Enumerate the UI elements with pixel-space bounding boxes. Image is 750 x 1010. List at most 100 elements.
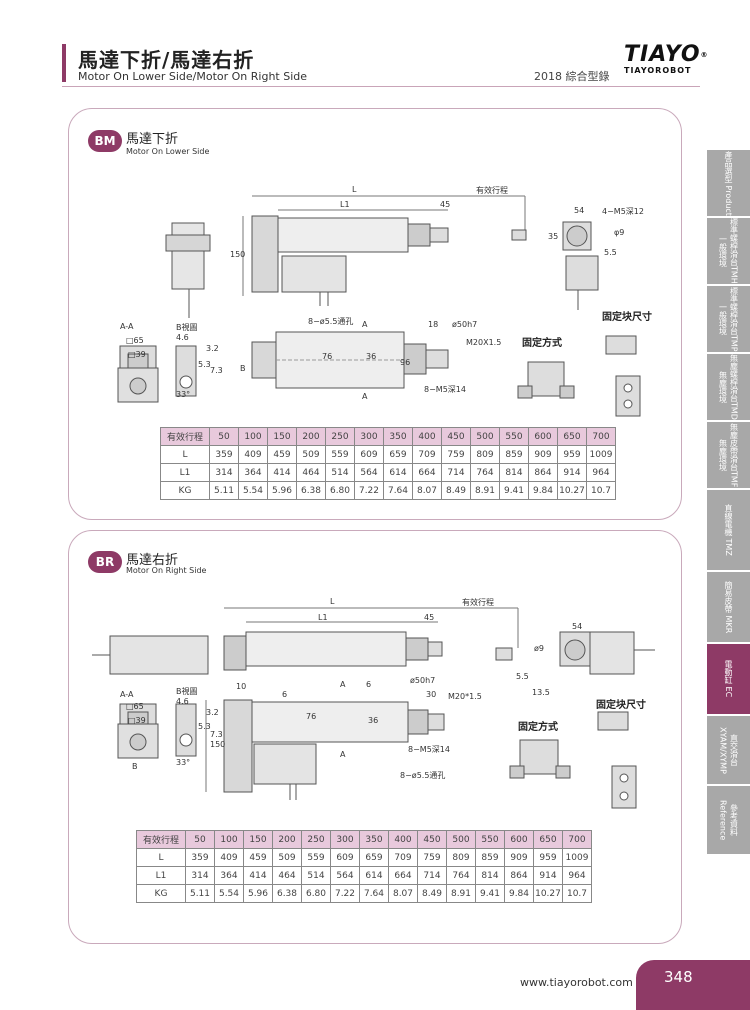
bm-dim-stroke: 有效行程 xyxy=(476,186,508,195)
br-mark-a-top: A xyxy=(340,680,346,689)
br-dim-33: 33° xyxy=(176,758,191,767)
side-tab-6[interactable]: 簡易皮帶 MKR xyxy=(707,572,750,643)
table-header-cell: 50 xyxy=(185,830,215,849)
br-dim-45: 45 xyxy=(424,613,435,622)
bm-dim-54: 54 xyxy=(574,206,585,215)
table-cell: 1009 xyxy=(562,848,592,867)
table-header-cell: 250 xyxy=(301,830,331,849)
br-dim-53: 5.3 xyxy=(198,722,211,731)
side-tab-4[interactable]: 無塵皮帶滑台TMF 無塵環境 xyxy=(707,422,750,489)
table-header-cell: 300 xyxy=(330,830,360,849)
side-tab-9[interactable]: 參考資料 Reference xyxy=(707,786,750,855)
bm-dim-18: 18 xyxy=(428,320,439,329)
table-cell: 5.11 xyxy=(185,884,215,903)
bm-dim-96: 96 xyxy=(400,358,411,367)
table-header-cell: 650 xyxy=(557,427,587,446)
logo-sub-text: TIAYOROBOT xyxy=(624,66,692,75)
br-fix-block: 固定块尺寸 xyxy=(596,700,646,711)
br-dim-hole8: 8−ø5.5通孔 xyxy=(400,771,446,780)
side-tab-0[interactable]: 產品選型 Product xyxy=(707,150,750,217)
bm-dim-m20: M20X1.5 xyxy=(466,338,502,347)
br-dim-phi50: ø50h7 xyxy=(410,676,436,685)
bm-mark-b: B xyxy=(240,364,246,373)
bm-fix-method: 固定方式 xyxy=(522,338,562,349)
br-dim-46: 4.6 xyxy=(176,697,189,706)
side-tab-7[interactable]: 電動缸 EC xyxy=(707,644,750,715)
table-cell: 5.54 xyxy=(214,884,244,903)
br-dim-sq65: □65 xyxy=(126,702,144,711)
side-tab-5[interactable]: 直線電機 TMZ xyxy=(707,490,750,571)
bm-dim-33: 33° xyxy=(176,390,191,399)
table-header-cell: 350 xyxy=(359,830,389,849)
table-header-cell: 400 xyxy=(412,427,442,446)
table-header-cell: 100 xyxy=(238,427,268,446)
bm-dim-32: 3.2 xyxy=(206,344,219,353)
bm-dim-73: 7.3 xyxy=(210,366,223,375)
table-cell: 8.91 xyxy=(446,884,476,903)
table-header-cell: 250 xyxy=(325,427,355,446)
table-header-cell: 600 xyxy=(504,830,534,849)
side-tab-1[interactable]: 標準螺桿滑台TMH 一般環境 xyxy=(707,218,750,285)
side-tab-3[interactable]: 無塵螺桿滑台TMD 無塵環境 xyxy=(707,354,750,421)
bm-dim-55: 5.5 xyxy=(604,248,617,257)
catalog-label: 2018 綜合型錄 xyxy=(534,70,610,83)
br-dim-L: L xyxy=(330,597,335,606)
side-tab-2[interactable]: 標準螺桿滑台TMP 一般環境 xyxy=(707,286,750,353)
br-dim-10: 10 xyxy=(236,682,247,691)
table-cell: 6.80 xyxy=(301,884,331,903)
table-header-cell: 300 xyxy=(354,427,384,446)
bm-dim-L: L xyxy=(352,185,357,194)
table-cell: 609 xyxy=(330,848,360,867)
footer-page-tab xyxy=(636,960,750,1010)
header-divider xyxy=(62,86,700,87)
table-header-cell: 700 xyxy=(586,427,616,446)
table-cell: 514 xyxy=(301,866,331,885)
table-cell: 9.41 xyxy=(475,884,505,903)
table-cell: 859 xyxy=(475,848,505,867)
section-br-badge: BR xyxy=(88,551,122,573)
table-cell: 7.64 xyxy=(359,884,389,903)
table-cell: 959 xyxy=(533,848,563,867)
logo-main-text: TIAYO xyxy=(624,42,701,67)
br-dim-54: 54 xyxy=(572,622,583,631)
br-dim-stroke: 有效行程 xyxy=(462,598,494,607)
bm-dim-m5: 4−M5深12 xyxy=(602,207,644,216)
table-header-cell: 550 xyxy=(475,830,505,849)
table-cell: 909 xyxy=(504,848,534,867)
bm-dim-phi9: φ9 xyxy=(614,228,625,237)
table-cell: 9.84 xyxy=(504,884,534,903)
section-bm-subtitle: Motor On Lower Side xyxy=(126,147,210,156)
bm-dim-36: 36 xyxy=(366,352,377,361)
section-br-title: 馬達右折 xyxy=(126,553,179,568)
table-cell: 10.7 xyxy=(562,884,592,903)
br-dim-L1: L1 xyxy=(318,613,328,622)
footer-url[interactable]: www.tiayorobot.com xyxy=(520,976,633,989)
table-header-cell: 650 xyxy=(533,830,563,849)
table-cell: 7.64 xyxy=(383,481,413,500)
table-header-cell: 450 xyxy=(417,830,447,849)
br-dim-76: 76 xyxy=(306,712,317,721)
br-dim-73: 7.3 xyxy=(210,730,223,739)
logo-reg-mark: ® xyxy=(700,51,709,59)
section-bm-title: 馬達下折 xyxy=(126,132,179,147)
table-header-cell: 200 xyxy=(272,830,302,849)
section-br-subtitle: Motor On Right Side xyxy=(126,566,207,575)
br-dim-6: 6 xyxy=(282,690,288,699)
table-header-cell: 150 xyxy=(243,830,273,849)
table-cell: 614 xyxy=(359,866,389,885)
table-cell: 459 xyxy=(243,848,273,867)
side-tab-8[interactable]: 直交滑台 XYAM/XYMP xyxy=(707,716,750,785)
br-mark-b: B xyxy=(132,762,138,771)
table-cell: 559 xyxy=(301,848,331,867)
table-cell: 714 xyxy=(417,866,447,885)
table-cell: 764 xyxy=(446,866,476,885)
br-dim-6b: 6 xyxy=(366,680,372,689)
table-cell: 509 xyxy=(272,848,302,867)
table-cell: 8.49 xyxy=(417,884,447,903)
table-header-cell: 150 xyxy=(267,427,297,446)
bm-dim-sq65: □65 xyxy=(126,336,144,345)
bm-dim-35: 35 xyxy=(548,232,559,241)
table-row-label: L xyxy=(136,848,186,867)
